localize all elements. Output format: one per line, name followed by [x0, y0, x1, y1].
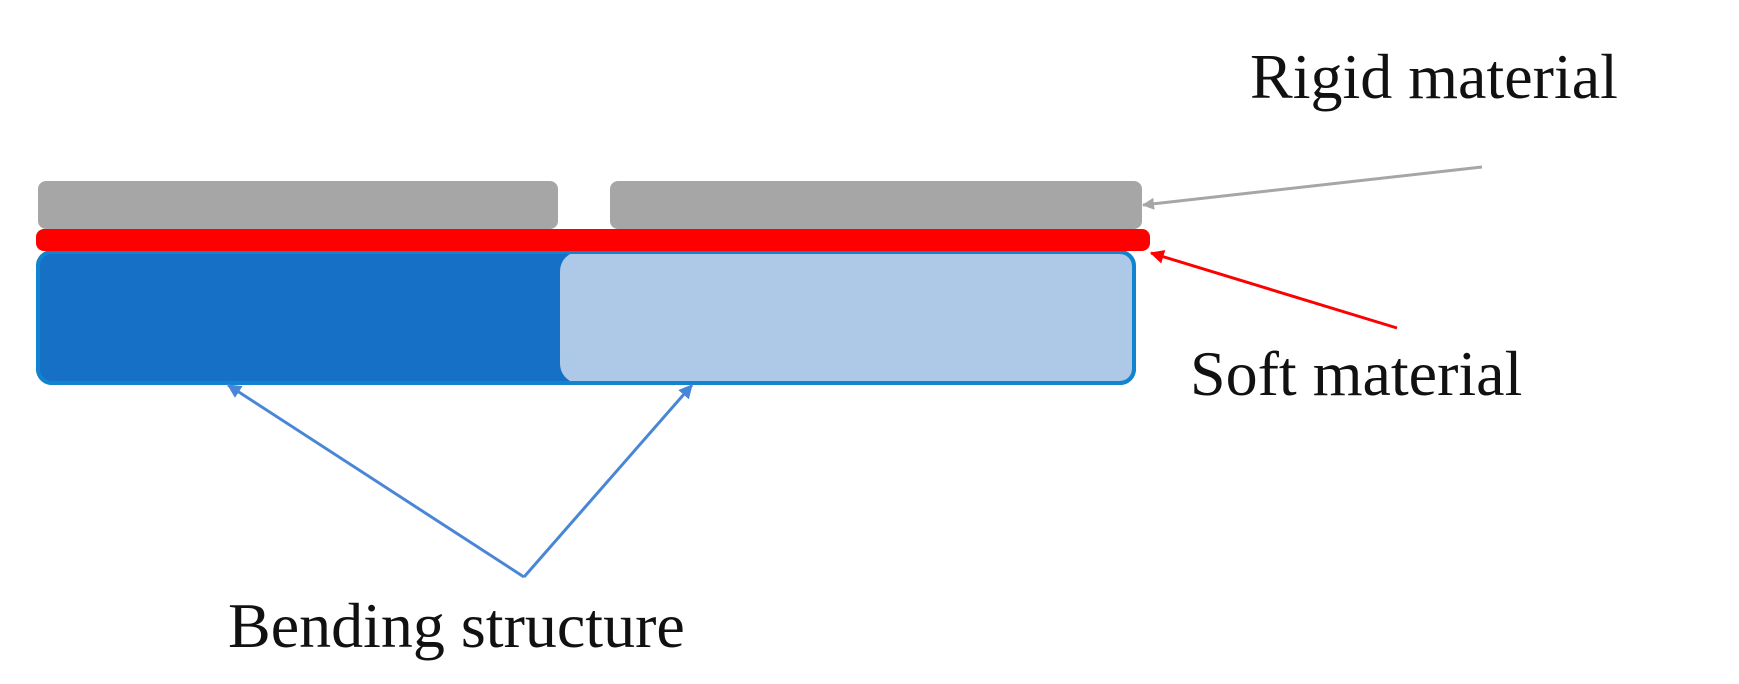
soft-material-layer — [36, 229, 1150, 251]
bending-arrow-left — [227, 383, 525, 579]
bending-structure-outline — [36, 250, 1136, 385]
soft-material-label: Soft material — [1190, 338, 1522, 409]
rigid-block-right — [610, 181, 1142, 229]
bending-structure-label: Bending structure — [228, 590, 685, 661]
rigid-arrow — [1142, 165, 1483, 210]
bending-structure-dark — [38, 252, 574, 383]
rigid-material-label: Rigid material — [1250, 41, 1618, 112]
bending-arrow-right — [522, 384, 694, 578]
rigid-block-left — [38, 181, 558, 229]
soft-arrow — [1149, 250, 1398, 330]
